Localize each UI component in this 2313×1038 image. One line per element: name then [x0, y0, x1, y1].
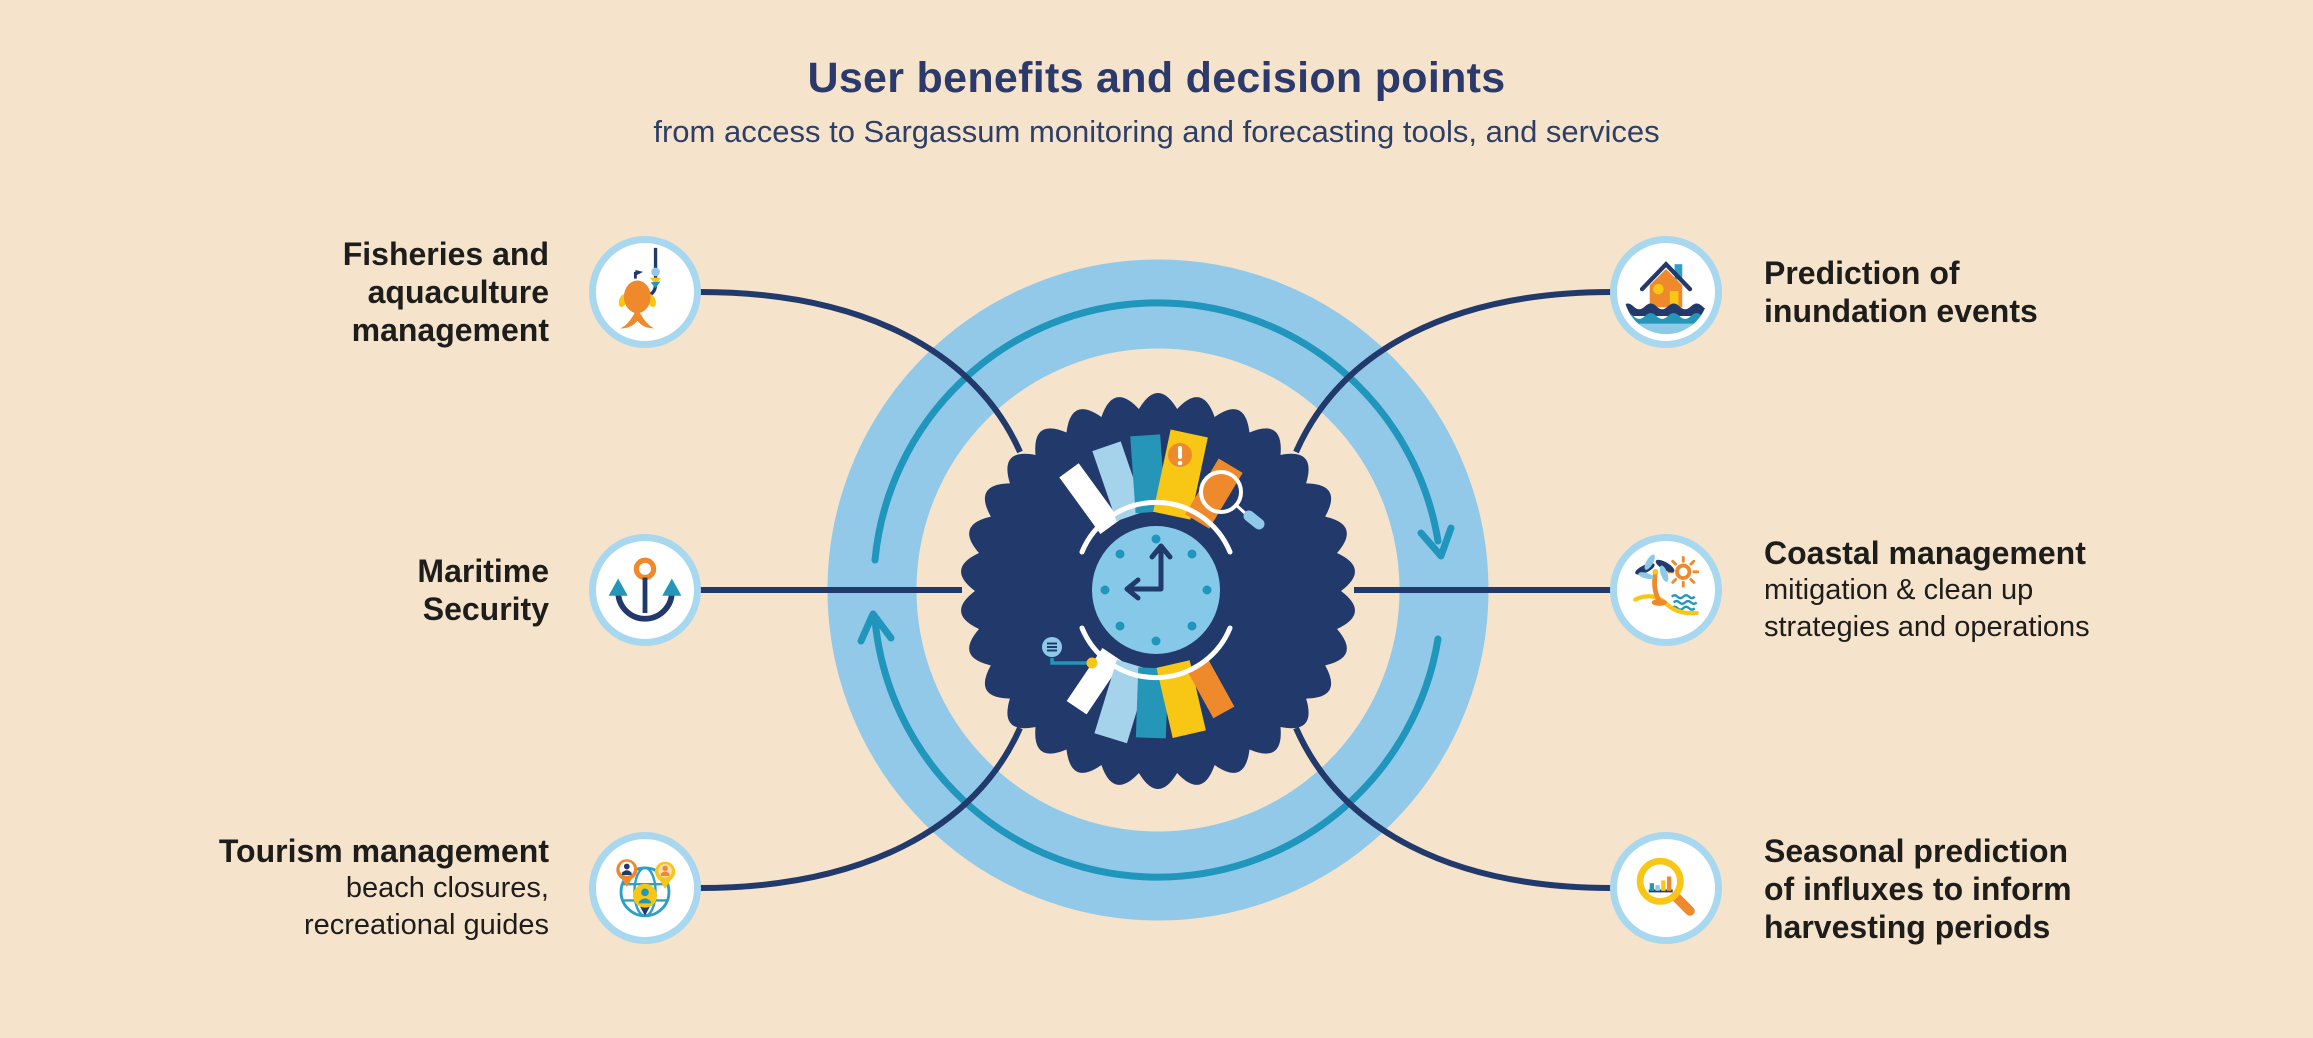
connector-lines	[699, 289, 1613, 891]
page-subtitle: from access to Sargassum monitoring and …	[653, 114, 1660, 149]
inundation-icon-circle	[1610, 236, 1722, 348]
beach-palm-icon	[1633, 554, 1700, 616]
page-title: User benefits and decision points	[807, 54, 1506, 102]
globe-pins-icon	[616, 859, 676, 918]
season-bars-bottom	[1066, 647, 1235, 744]
season-bars-top	[1059, 429, 1243, 534]
item-tourism-subtitle: beach closures, recreational guides	[303, 872, 549, 941]
item-tourism-label: Tourism management beach closures, recre…	[219, 832, 549, 944]
alert-icon	[1168, 443, 1192, 467]
anchor-icon	[608, 557, 682, 622]
fish-hook-icon	[618, 247, 662, 329]
item-fisheries-label: Fisheries and aquaculture management	[343, 235, 549, 349]
item-inundation-label: Prediction of inundation events	[1764, 254, 2038, 330]
clock-icon	[1092, 526, 1220, 654]
fisheries-icon-circle	[589, 236, 701, 348]
item-seasonal-title: Seasonal prediction of influxes to infor…	[1764, 833, 2072, 945]
magnifier-icon	[1199, 470, 1265, 530]
connector-seasonal	[1293, 726, 1613, 891]
connector-fisheries	[699, 289, 1023, 454]
connector-tourism	[699, 726, 1023, 891]
item-fisheries-title: Fisheries and aquaculture management	[342, 236, 549, 348]
rotation-arrow-clockwise	[857, 299, 1455, 881]
item-coastal-label: Coastal management mitigation & clean up…	[1764, 534, 2090, 646]
coastal-icon-circle	[1610, 534, 1722, 646]
tourism-icon-circle	[589, 832, 701, 944]
clock-frame-arcs	[1079, 499, 1233, 681]
magnifier-chart-icon	[1636, 857, 1695, 916]
item-coastal-title: Coastal management	[1764, 535, 2086, 571]
seasonal-icon-circle	[1610, 832, 1722, 944]
item-seasonal-label: Seasonal prediction of influxes to infor…	[1764, 832, 2072, 946]
item-maritime-title: Maritime Security	[417, 553, 549, 627]
flooded-house-icon	[1623, 261, 1709, 335]
item-coastal-subtitle: mitigation & clean up strategies and ope…	[1764, 574, 2090, 643]
item-tourism-title: Tourism management	[218, 833, 549, 869]
item-maritime-label: Maritime Security	[417, 552, 549, 628]
connector-inundation	[1293, 289, 1613, 454]
notes-icon	[1042, 637, 1098, 669]
maritime-icon-circle	[589, 534, 701, 646]
item-inundation-title: Prediction of inundation events	[1764, 255, 2038, 329]
